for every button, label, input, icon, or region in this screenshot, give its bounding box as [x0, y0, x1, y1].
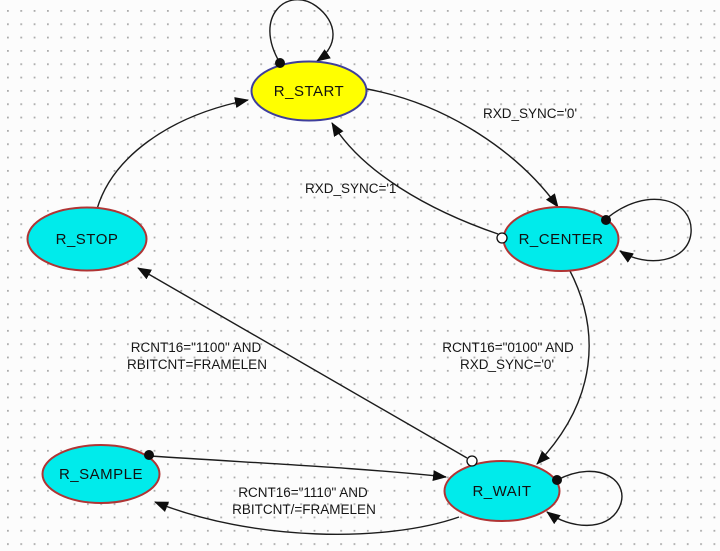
- state-label-r-stop: R_STOP: [56, 231, 119, 248]
- transition-origin-ring-wait-to-stop[interactable]: [466, 455, 478, 467]
- state-r-sample[interactable]: R_SAMPLE: [41, 444, 161, 504]
- state-r-stop[interactable]: R_STOP: [26, 206, 148, 272]
- transition-wait-self[interactable]: [546, 470, 623, 527]
- condition-label-wait-to-sample-line2[interactable]: RBITCNT/=FRAMELEN: [232, 502, 376, 517]
- transition-origin-dot-wait-self[interactable]: [552, 475, 562, 485]
- transition-center-to-wait[interactable]: [536, 268, 590, 465]
- state-r-center[interactable]: R_CENTER: [502, 206, 620, 272]
- transition-stop-to-start[interactable]: [96, 97, 249, 210]
- state-label-r-start: R_START: [274, 83, 344, 100]
- condition-label-center-to-wait-line1[interactable]: RCNT16="0100" AND: [442, 340, 574, 355]
- condition-label-center-to-wait-line2[interactable]: RXD_SYNC='0': [460, 357, 554, 372]
- state-label-r-sample: R_SAMPLE: [59, 466, 143, 483]
- transition-origin-dot-center-self[interactable]: [601, 215, 611, 225]
- transition-origin-ring-center-to-start[interactable]: [496, 232, 508, 244]
- transition-center-to-start[interactable]: [331, 122, 499, 235]
- condition-label-start-to-center[interactable]: RXD_SYNC='0': [483, 106, 577, 121]
- transition-origin-dot-sample-to-wait[interactable]: [144, 450, 154, 460]
- transition-sample-to-wait[interactable]: [149, 455, 447, 482]
- state-label-r-center: R_CENTER: [519, 231, 604, 248]
- condition-label-wait-to-sample-line1[interactable]: RCNT16="1110" AND: [238, 485, 368, 500]
- transition-center-self[interactable]: [605, 198, 692, 263]
- transition-start-to-center[interactable]: [366, 88, 559, 208]
- state-r-wait[interactable]: R_WAIT: [443, 460, 561, 522]
- condition-label-wait-to-stop-line1[interactable]: RCNT16="1100" AND: [131, 340, 262, 355]
- condition-label-center-to-start[interactable]: RXD_SYNC='1': [305, 181, 399, 196]
- state-r-start[interactable]: R_START: [250, 60, 368, 122]
- transition-wait-to-sample[interactable]: [154, 501, 460, 535]
- state-label-r-wait: R_WAIT: [472, 483, 531, 500]
- transition-wait-to-stop[interactable]: [137, 267, 468, 459]
- transition-start-self[interactable]: [269, 0, 334, 64]
- condition-label-wait-to-stop-line2[interactable]: RBITCNT=FRAMELEN: [127, 357, 267, 372]
- transition-origin-dot-start-self[interactable]: [275, 58, 285, 68]
